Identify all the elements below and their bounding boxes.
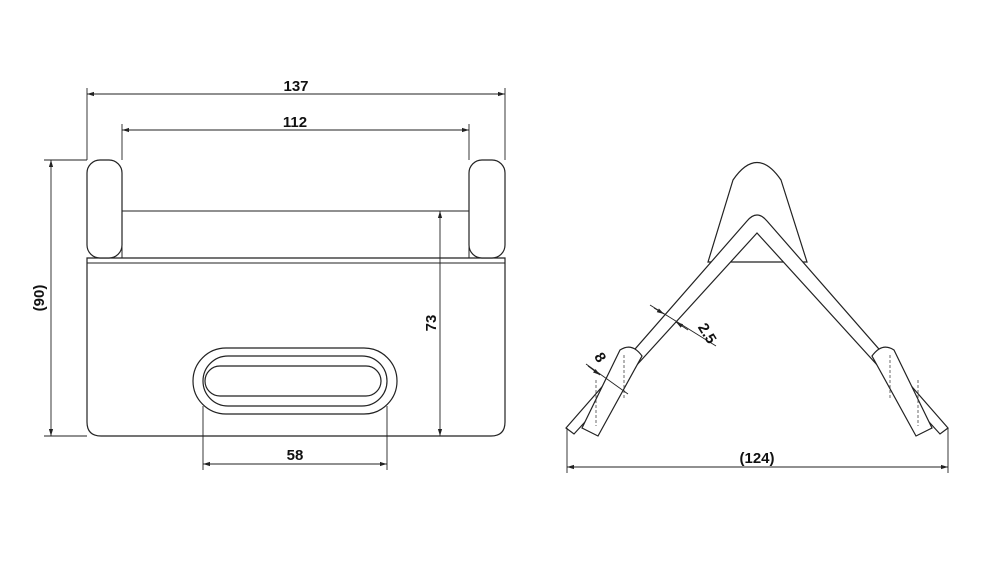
dim-height: (90): [31, 285, 48, 312]
dim-arrow: [587, 365, 601, 376]
dim-lower-height: 73: [423, 315, 440, 332]
left-pad: [86, 159, 123, 259]
dim-slot-width: 58: [287, 447, 304, 464]
apex-pad: [707, 162, 808, 263]
front-view: 137 112 (90) 73 58: [31, 78, 506, 470]
dim-overall-width: 137: [283, 78, 308, 95]
dim-arrow: [675, 321, 689, 331]
side-view: 2.5 8 (124): [565, 162, 949, 473]
dim-thickness: 2.5: [694, 320, 719, 347]
left-arm-pad: [581, 346, 643, 437]
front-plate: [86, 257, 506, 437]
slot-inner: [204, 365, 382, 397]
dim-span: (124): [739, 450, 774, 467]
right-pad: [468, 159, 506, 259]
dim-arrow: [653, 307, 665, 315]
dim-inner-width: 112: [283, 114, 307, 131]
dim-pad: 8: [590, 350, 609, 366]
right-arm-pad: [871, 346, 933, 437]
